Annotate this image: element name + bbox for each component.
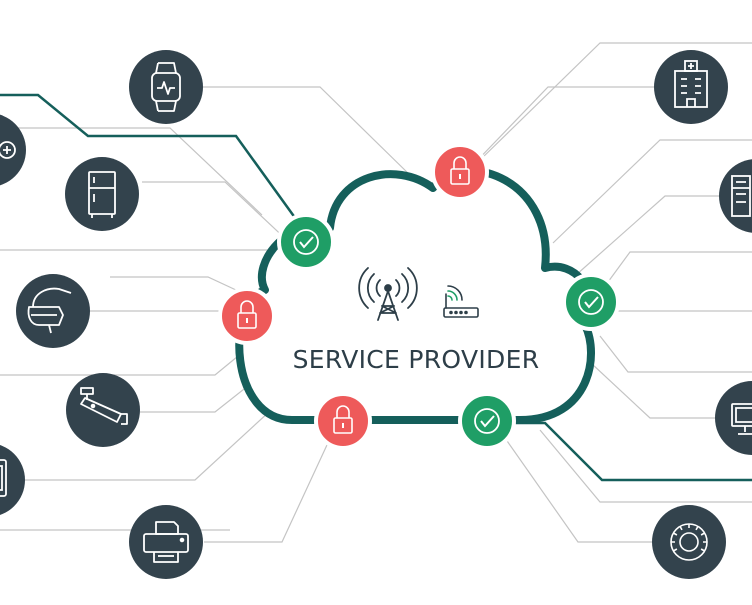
padlock-icon — [450, 156, 470, 185]
connector-line — [552, 139, 752, 244]
connector-line — [0, 127, 263, 216]
checkmark-icon — [293, 229, 319, 255]
device-node — [715, 381, 752, 455]
connector-line — [479, 42, 752, 161]
secure-badge — [562, 273, 620, 331]
device-node — [66, 373, 140, 447]
connector-line — [203, 86, 414, 179]
connector-line — [142, 181, 292, 245]
locked-badge — [314, 392, 372, 450]
device-node — [129, 505, 203, 579]
checkmark-icon — [578, 289, 604, 315]
status-badges — [218, 143, 620, 450]
connector-line — [539, 429, 752, 503]
device-nodes — [0, 50, 752, 579]
connector-line — [140, 377, 259, 413]
security-camera-icon — [80, 387, 128, 425]
connector-line-teal — [0, 93, 308, 234]
secure-badge — [277, 213, 335, 271]
service-provider-title: SERVICE PROVIDER — [293, 345, 540, 374]
radio-tower-icon — [358, 267, 418, 321]
tablet-icon — [0, 459, 7, 497]
connector-line — [607, 251, 752, 283]
wifi-router-icon — [443, 285, 479, 318]
connector-line — [469, 86, 656, 169]
connector-line — [576, 349, 718, 419]
connector-line — [566, 195, 720, 284]
smartwatch-icon — [151, 62, 181, 112]
secure-badge — [458, 392, 516, 450]
device-node — [0, 114, 26, 186]
vr-headset-icon — [27, 287, 72, 334]
device-node — [129, 50, 203, 124]
medical-device-icon — [0, 141, 16, 159]
device-node — [719, 159, 752, 233]
hospital-icon — [674, 60, 708, 108]
refrigerator-icon — [88, 171, 116, 218]
checkmark-icon — [474, 408, 500, 434]
computer-monitor-icon — [731, 403, 752, 435]
connector-line-teal — [508, 421, 752, 482]
connector-line — [16, 399, 283, 481]
locked-badge — [431, 143, 489, 201]
connector-line — [204, 431, 334, 543]
device-node — [652, 505, 726, 579]
device-node — [654, 50, 728, 124]
printer-icon — [143, 521, 189, 563]
device-node — [0, 445, 25, 515]
appliance-icon — [731, 175, 751, 217]
device-node — [65, 157, 139, 231]
device-node — [16, 274, 90, 348]
thermostat-icon — [670, 523, 708, 561]
connector-line — [599, 335, 752, 373]
connector-line — [0, 351, 244, 376]
connector-line — [110, 276, 237, 291]
locked-badge — [218, 287, 276, 345]
padlock-icon — [333, 405, 353, 434]
padlock-icon — [237, 300, 257, 329]
